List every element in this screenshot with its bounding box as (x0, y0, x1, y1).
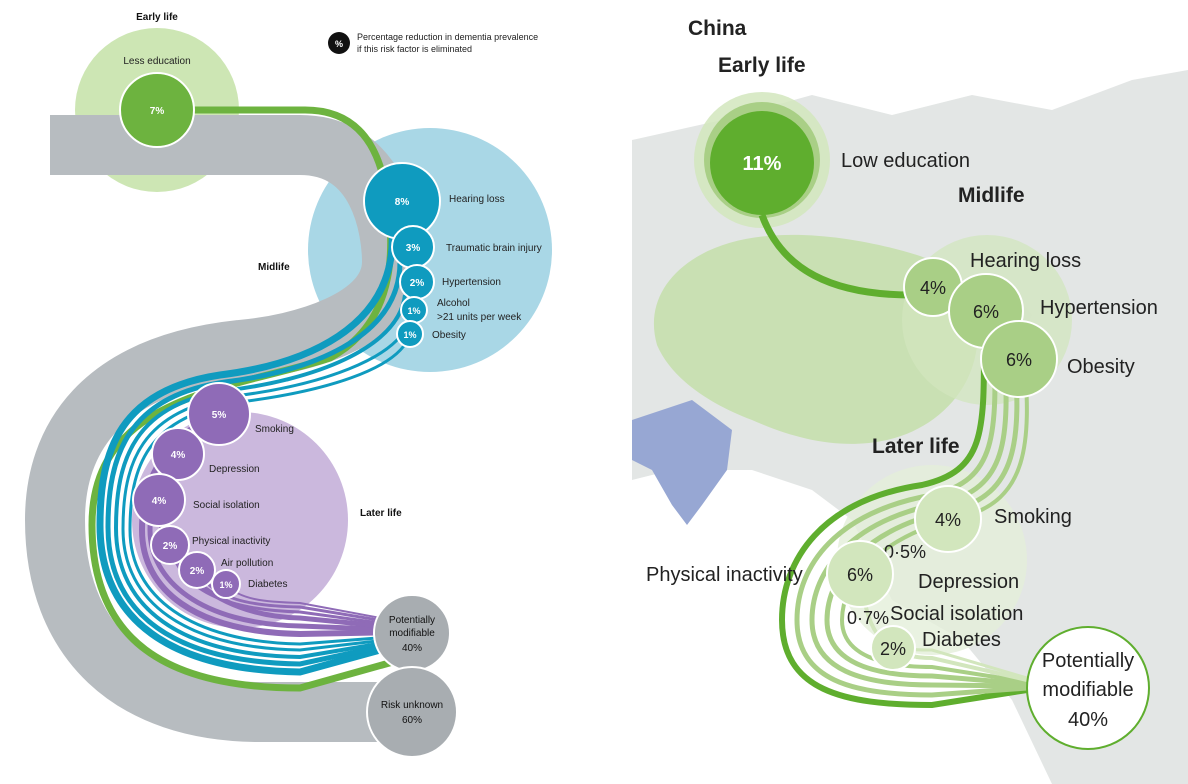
risk-unknown-label: Risk unknown (381, 700, 443, 711)
smoking-label: Smoking (994, 506, 1072, 528)
obesity-circle (396, 320, 424, 348)
global-risk-diagram: 7% Less education 8% Hearing loss 3% Tra… (24, 12, 552, 758)
global-risk-panel: 7% Less education 8% Hearing loss 3% Tra… (0, 0, 570, 784)
diabetes-label: Diabetes (248, 579, 287, 590)
hypertension-label: Hypertension (1040, 297, 1158, 319)
midlife-heading: Midlife (258, 262, 290, 273)
depression-circle (151, 427, 205, 481)
low-education-circle (710, 111, 814, 215)
physical-inactivity-circle (150, 525, 190, 565)
smoking-label: Smoking (255, 424, 294, 435)
modifiable-line2: modifiable (389, 628, 435, 639)
hearing-loss-label: Hearing loss (970, 250, 1081, 272)
china-risk-diagram: 11% Low education 4% Hearing loss 6% Hyp… (632, 17, 1188, 784)
air-pollution-circle (178, 551, 216, 589)
hypertension-label: Hypertension (442, 277, 501, 288)
hearing-loss-pct: 8% (395, 197, 410, 208)
smoking-circle (914, 485, 982, 553)
modifiable-pct: 40% (402, 643, 422, 654)
obesity-pct: 6% (1006, 350, 1032, 370)
brain-injury-pct: 3% (406, 243, 421, 254)
physical-inactivity-label: Physical inactivity (192, 536, 270, 547)
smoking-circle (187, 382, 251, 446)
social-isolation-circle (132, 473, 186, 527)
less-education-circle (119, 72, 195, 148)
later-life-circles: 4% Smoking 0·5% Physical inactivity 6% D… (646, 485, 1072, 671)
legend-symbol (328, 32, 350, 54)
early-life-heading: Early life (718, 54, 806, 77)
physical-inactivity-pct: 0·5% (884, 542, 926, 562)
modifiable-line1: Potentially (389, 615, 435, 626)
depression-pct: 6% (847, 565, 873, 585)
social-isolation-pct: 4% (152, 496, 167, 507)
obesity-label: Obesity (1067, 356, 1135, 378)
legend-symbol-text: % (335, 39, 343, 49)
hearing-loss-pct: 4% (920, 278, 946, 298)
hypertension-pct: 6% (973, 302, 999, 322)
midlife-heading: Midlife (958, 184, 1025, 207)
legend-line1: Percentage reduction in dementia prevale… (357, 32, 538, 42)
low-education-label: Low education (841, 150, 970, 172)
midlife-circles: 4% Hearing loss 6% Hypertension 6% Obesi… (903, 250, 1158, 398)
china-risk-panel: 11% Low education 4% Hearing loss 6% Hyp… (632, 0, 1188, 784)
modifiable-pct: 40% (1068, 709, 1108, 731)
physical-inactivity-label: Physical inactivity (646, 564, 803, 586)
brain-injury-label: Traumatic brain injury (446, 243, 542, 254)
diabetes-pct: 1% (219, 580, 232, 590)
social-isolation-label: Social isolation (193, 500, 260, 511)
social-isolation-pct: 0·7% (847, 608, 889, 628)
depression-label: Depression (918, 571, 1019, 593)
early-life-flow (758, 213, 913, 299)
smoking-pct: 4% (935, 510, 961, 530)
physical-inactivity-pct: 2% (163, 541, 178, 552)
smoking-pct: 5% (212, 410, 227, 421)
obesity-pct: 1% (403, 330, 416, 340)
depression-label: Depression (209, 464, 260, 475)
early-life-heading: Early life (136, 12, 178, 23)
hearing-loss-label: Hearing loss (449, 194, 505, 205)
risk-unknown-circle (366, 666, 458, 758)
china-title: China (688, 17, 747, 40)
low-education-pct: 11% (743, 153, 782, 175)
social-isolation-label: Social isolation (890, 603, 1023, 625)
depression-pct: 4% (171, 450, 186, 461)
diabetes-label: Diabetes (922, 629, 1001, 651)
alcohol-label-detail: >21 units per week (437, 312, 522, 323)
risk-unknown-pct: 60% (402, 715, 422, 726)
later-life-heading: Later life (360, 508, 402, 519)
asia-map-backdrop (632, 70, 1188, 784)
hypertension-pct: 2% (410, 278, 425, 289)
legend-line2: if this risk factor is eliminated (357, 44, 472, 54)
midlife-flows (96, 229, 412, 676)
obesity-label: Obesity (432, 330, 466, 341)
midlife-circles: 8% Hearing loss 3% Traumatic brain injur… (363, 162, 542, 348)
alcohol-label: Alcohol (437, 298, 470, 309)
alcohol-pct: 1% (407, 306, 420, 316)
diabetes-circle (211, 569, 241, 599)
modifiable-line2: modifiable (1042, 679, 1133, 701)
diabetes-pct: 2% (880, 639, 906, 659)
later-life-heading: Later life (872, 435, 960, 458)
diabetes-circle (870, 625, 916, 671)
obesity-circle (980, 320, 1058, 398)
air-pollution-label: Air pollution (221, 558, 273, 569)
depression-circle (826, 540, 894, 608)
modifiable-line1: Potentially (1042, 650, 1134, 672)
less-education-pct: 7% (150, 106, 165, 117)
legend: % Percentage reduction in dementia preva… (328, 32, 538, 54)
later-life-circles: 5% Smoking 4% Depression 4% Social isola… (132, 382, 294, 599)
less-education-label: Less education (123, 56, 190, 67)
modifiable-outcome-circle (1026, 626, 1150, 750)
air-pollution-pct: 2% (190, 566, 205, 577)
